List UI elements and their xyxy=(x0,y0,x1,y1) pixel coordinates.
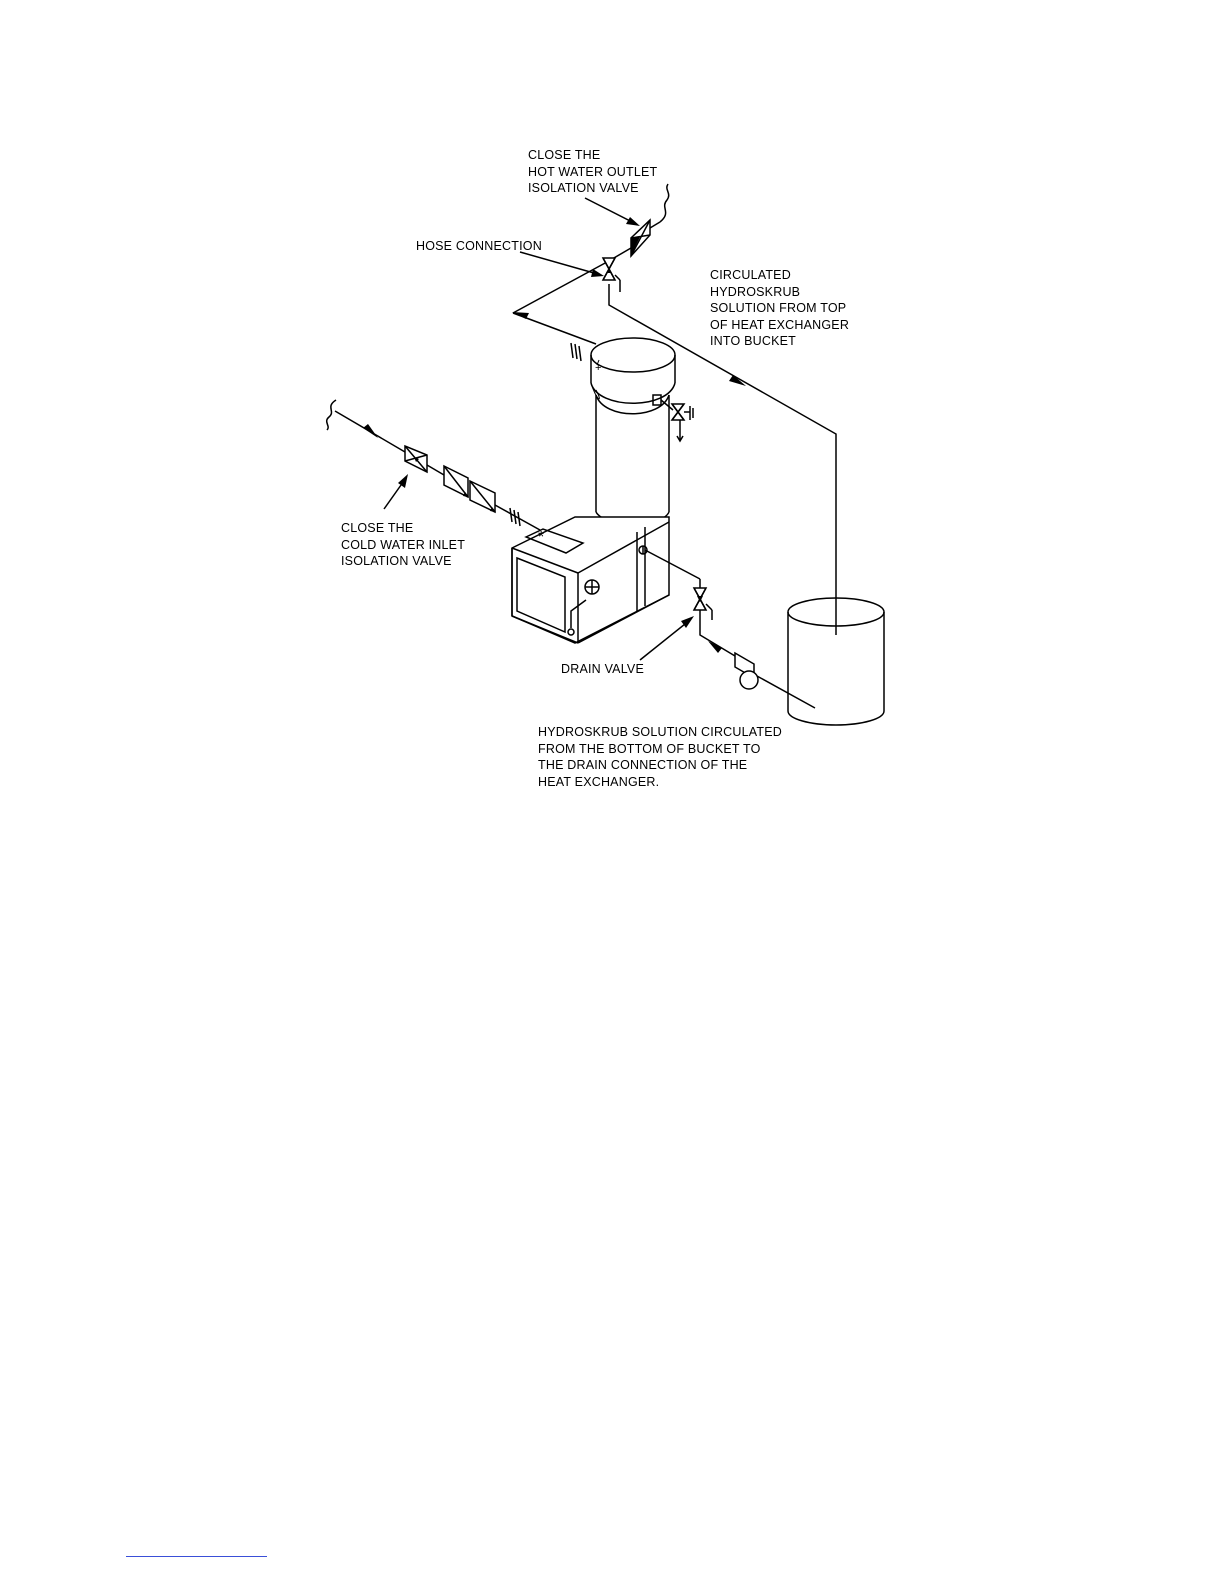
label-line: HEAT EXCHANGER. xyxy=(538,774,782,791)
heat-exchanger: + * xyxy=(512,338,693,643)
label-line: SOLUTION FROM TOP xyxy=(710,300,849,317)
drain-valve-label: DRAIN VALVE xyxy=(561,661,644,678)
cold-inlet-valve-label: CLOSE THE COLD WATER INLET ISOLATION VAL… xyxy=(341,520,465,570)
label-line: DRAIN VALVE xyxy=(561,661,644,678)
filter-icon xyxy=(470,481,496,512)
cold-inlet-piping xyxy=(327,400,540,530)
label-line: OF HEAT EXCHANGER xyxy=(710,317,849,334)
drain-piping xyxy=(645,550,815,708)
flow-arrow-icon xyxy=(363,424,378,438)
label-line: INTO BUCKET xyxy=(710,333,849,350)
svg-text:*: * xyxy=(538,529,544,546)
label-line: HOSE CONNECTION xyxy=(416,238,542,255)
hot-outlet-isolation-valve-icon xyxy=(631,220,650,256)
pump-icon xyxy=(735,653,815,708)
hose-connection-valve-icon xyxy=(603,258,620,292)
label-line: COLD WATER INLET xyxy=(341,537,465,554)
label-line: FROM THE BOTTOM OF BUCKET TO xyxy=(538,741,782,758)
cold-inlet-isolation-valve-icon xyxy=(405,446,427,472)
label-line: HOT WATER OUTLET xyxy=(528,164,657,181)
footnote-rule xyxy=(126,1556,267,1557)
label-line: ISOLATION VALVE xyxy=(528,180,657,197)
label-line: CIRCULATED xyxy=(710,267,849,284)
filter-icon xyxy=(444,466,469,497)
label-line: HYDROSKRUB xyxy=(710,284,849,301)
label-line: HYDROSKRUB SOLUTION CIRCULATED xyxy=(538,724,782,741)
hot-outlet-valve-label: CLOSE THE HOT WATER OUTLET ISOLATION VAL… xyxy=(528,147,657,197)
label-line: THE DRAIN CONNECTION OF THE xyxy=(538,757,782,774)
flow-arrow-icon xyxy=(512,312,529,319)
svg-text:+: + xyxy=(595,362,601,374)
label-line: ISOLATION VALVE xyxy=(341,553,465,570)
bottom-circulation-label: HYDROSKRUB SOLUTION CIRCULATED FROM THE … xyxy=(538,724,782,790)
flow-arrow-icon xyxy=(708,641,722,653)
label-line: CLOSE THE xyxy=(341,520,465,537)
label-line: CLOSE THE xyxy=(528,147,657,164)
circulated-solution-label: CIRCULATED HYDROSKRUB SOLUTION FROM TOP … xyxy=(710,267,849,350)
hose-connection-label: HOSE CONNECTION xyxy=(416,238,542,255)
drain-valve-icon xyxy=(694,588,712,620)
flow-arrow-icon xyxy=(729,375,746,386)
